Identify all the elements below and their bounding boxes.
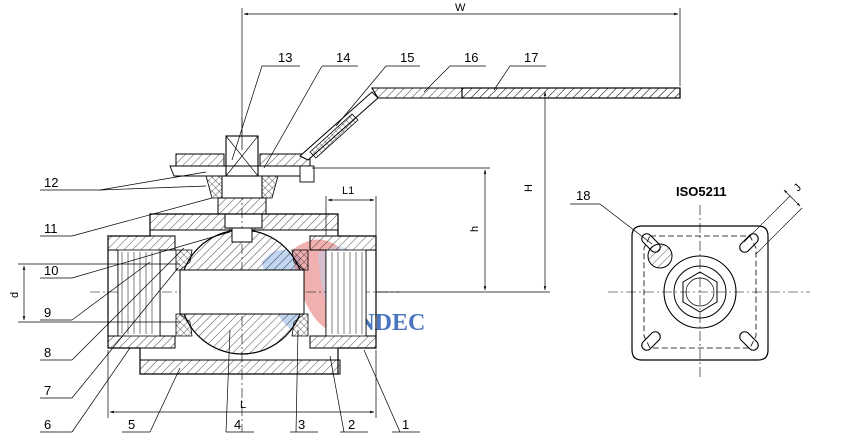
part-numbers: 13 14 15 16 17 12 11 10 9 8 7 6 5 4 3 2 … (44, 50, 590, 432)
part-label-1: 1 (402, 417, 409, 432)
part-label-16: 16 (464, 50, 478, 65)
dim-l1-label: L1 (342, 185, 354, 197)
dim-w-label: W (455, 2, 466, 14)
part-label-6: 6 (44, 417, 51, 432)
part-label-7: 7 (44, 383, 51, 398)
iso5211-flange-view: ISO5211 J (631, 182, 804, 361)
dim-d-label: d (9, 292, 21, 298)
part-label-8: 8 (44, 345, 51, 360)
ball (179, 229, 305, 355)
dimension-l (107, 350, 377, 418)
dim-h-total-label: H (523, 184, 535, 192)
dimension-h-center (312, 167, 490, 291)
part-label-2: 2 (348, 417, 355, 432)
right-end-cap (309, 235, 377, 349)
handle (299, 87, 681, 161)
part-label-12: 12 (44, 175, 58, 190)
part-label-13: 13 (278, 50, 292, 65)
part-label-3: 3 (298, 417, 305, 432)
dim-l-label: L (240, 399, 246, 411)
part-label-17: 17 (524, 50, 538, 65)
dim-j-label: J (792, 182, 804, 194)
part-label-5: 5 (128, 417, 135, 432)
part-label-11: 11 (44, 221, 58, 236)
stem-assembly (169, 135, 315, 243)
dimension-w (241, 8, 681, 150)
dimension-h-total (376, 91, 550, 293)
part-label-14: 14 (336, 50, 350, 65)
dim-h-center-label: h (469, 226, 481, 232)
part-label-15: 15 (400, 50, 414, 65)
part-label-18: 18 (576, 188, 590, 203)
iso-standard-label: ISO5211 (676, 184, 727, 199)
dimension-d (18, 263, 180, 323)
part-label-10: 10 (44, 263, 58, 278)
seats (175, 249, 309, 337)
leader-lines (40, 65, 653, 433)
valve-body (107, 213, 377, 375)
part-label-9: 9 (44, 305, 51, 320)
dimension-l1 (325, 196, 377, 236)
part-label-4: 4 (234, 417, 241, 432)
